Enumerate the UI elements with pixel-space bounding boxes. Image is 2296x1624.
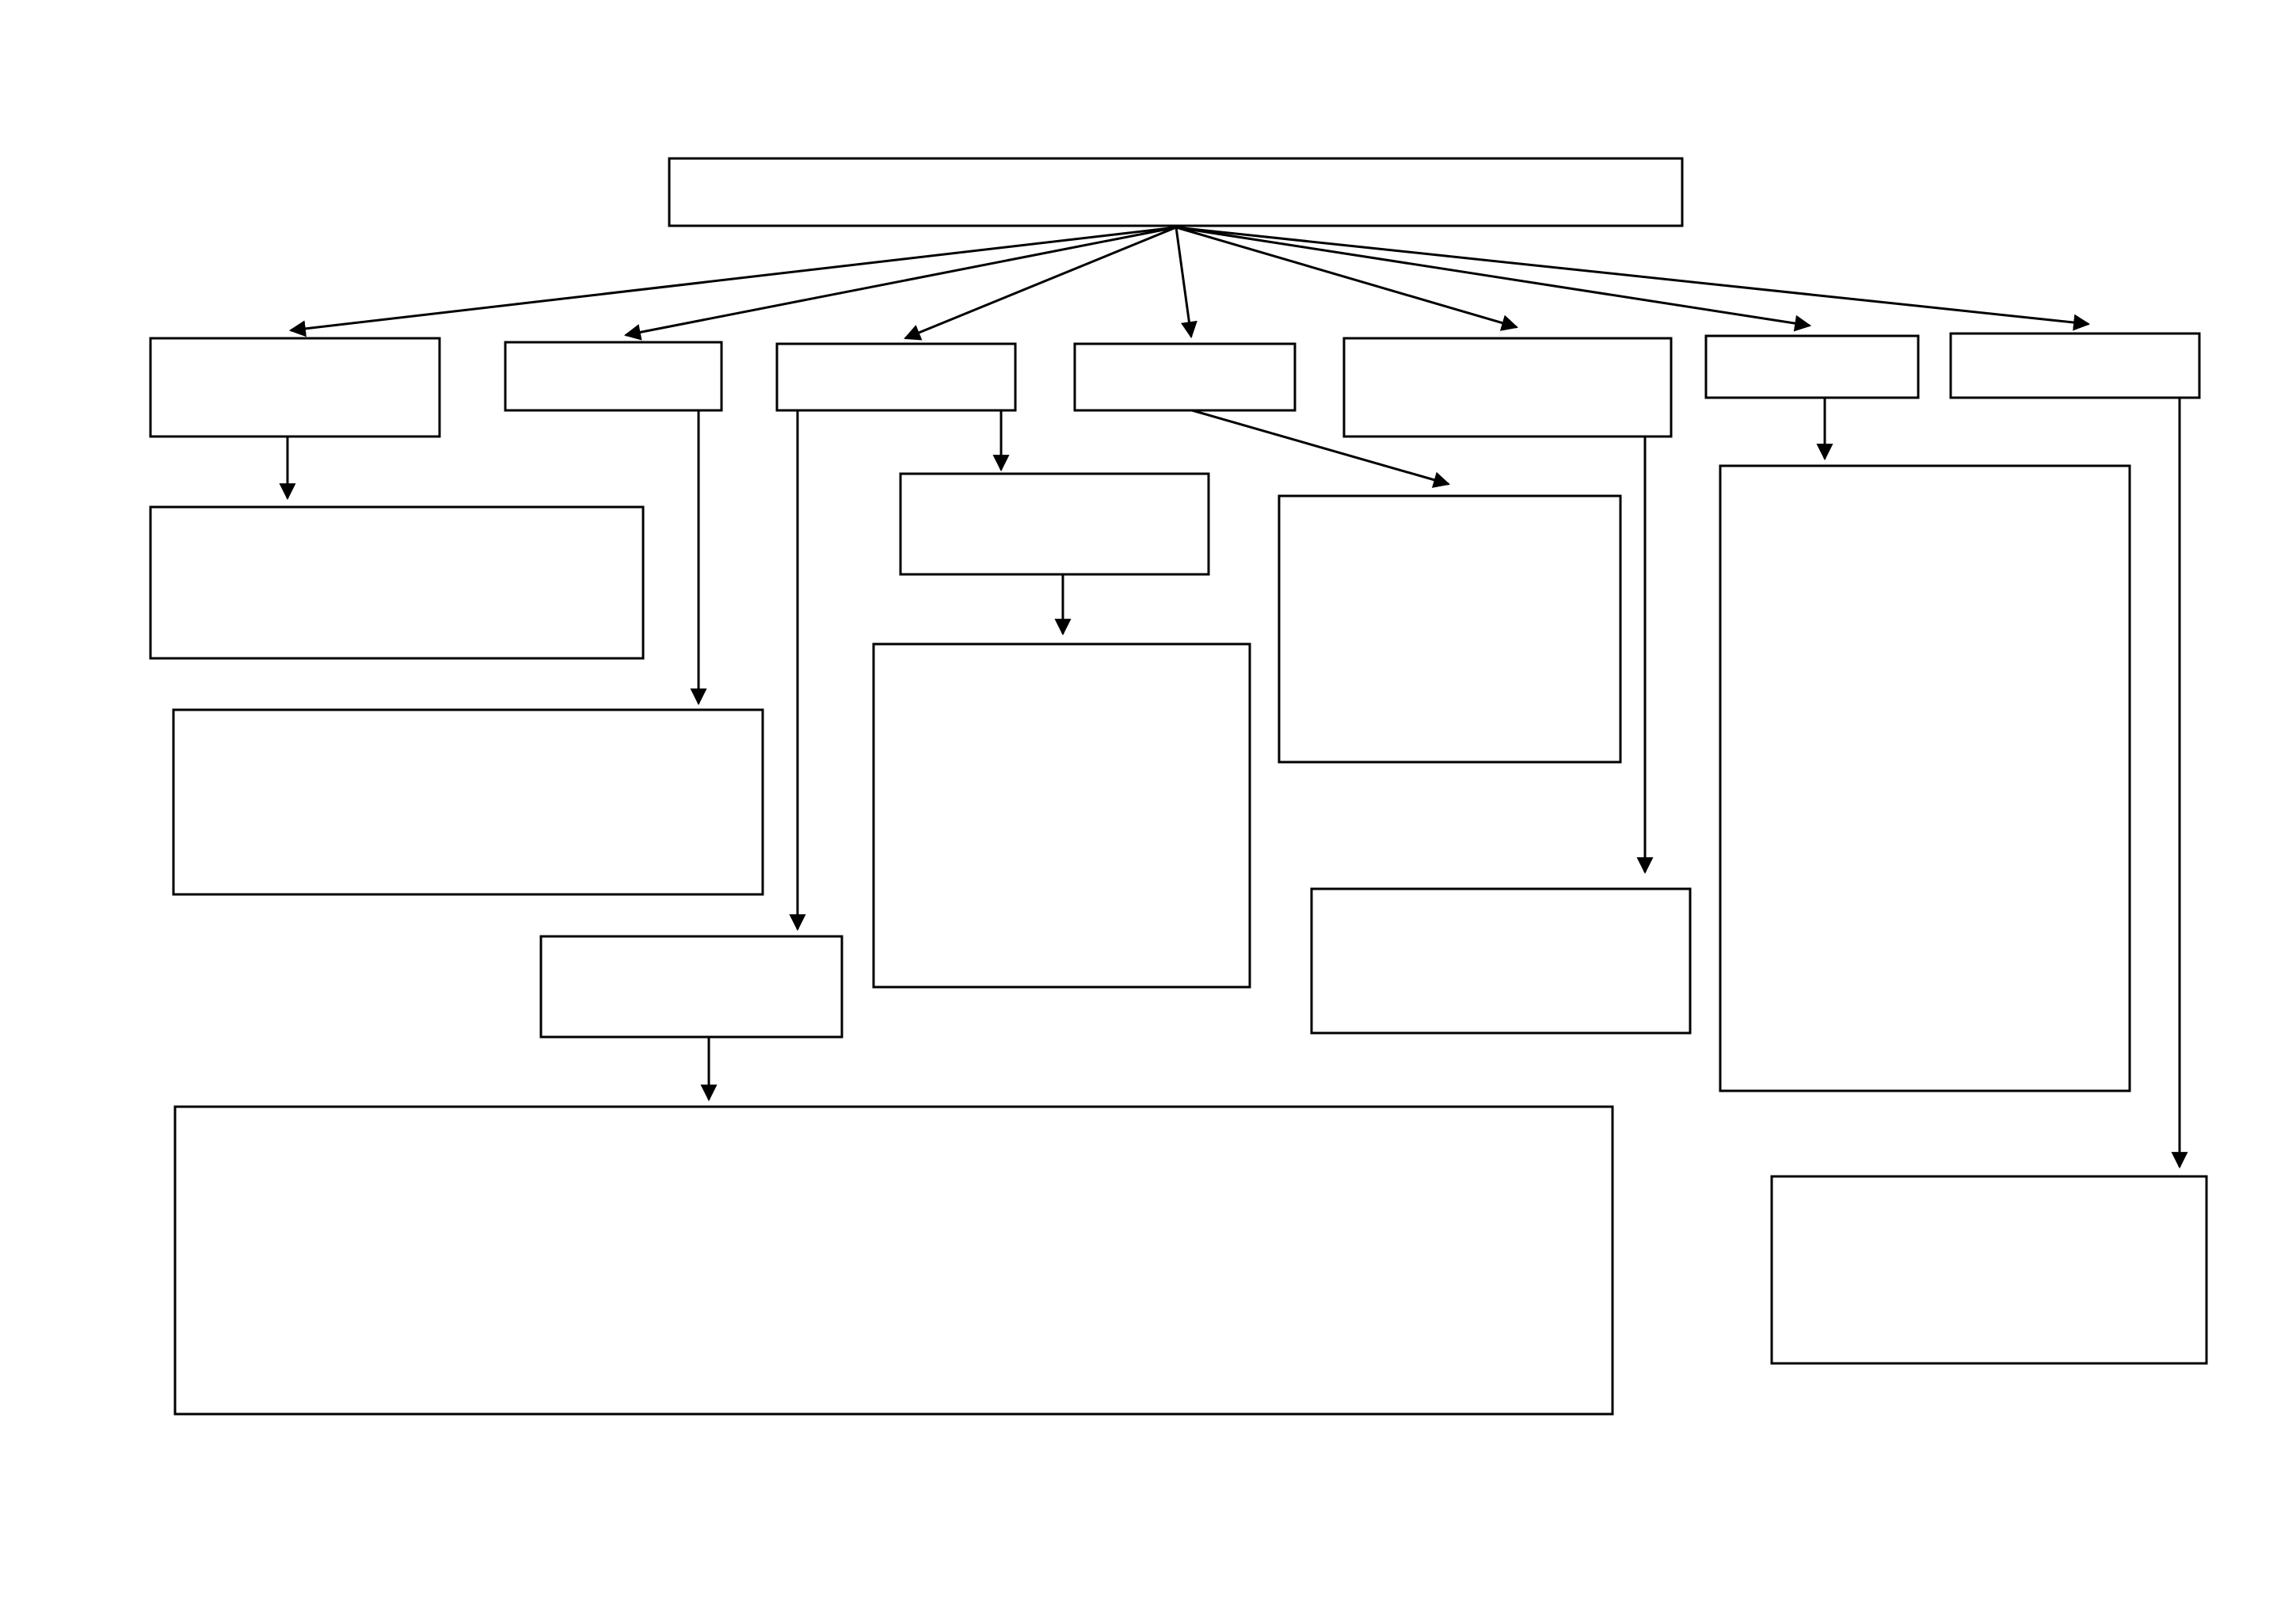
root-box bbox=[668, 157, 1684, 227]
branch-6-child-node bbox=[1719, 464, 2131, 1092]
edge-branch-4-to-child bbox=[1191, 409, 1451, 488]
branch-3-child-b-child-node bbox=[173, 1105, 1614, 1416]
branch-3-child-a-child-node bbox=[872, 642, 1251, 989]
edge-root-to-branch-6 bbox=[1175, 226, 1812, 332]
edge-root-to-branch-5 bbox=[1175, 226, 1519, 331]
branch-node-3 bbox=[775, 342, 1017, 412]
branch-5-child-node bbox=[1310, 887, 1692, 1035]
branch-node-5 bbox=[1342, 337, 1673, 438]
edge-root-to-branch-4 bbox=[1175, 227, 1197, 339]
branch-1-box bbox=[149, 337, 441, 438]
branch-node-6 bbox=[1704, 334, 1920, 399]
branch-2-child-box bbox=[172, 708, 764, 896]
branch-6-child-box bbox=[1719, 464, 2131, 1092]
branch-3-child-b-child-box bbox=[173, 1105, 1614, 1416]
branch-2-box bbox=[504, 341, 723, 412]
edge-root-to-branch-2 bbox=[623, 226, 1177, 341]
branch-4-child-box bbox=[1277, 494, 1622, 764]
branch-3-child-b-box bbox=[539, 935, 843, 1039]
edge-root-to-branch-3 bbox=[904, 226, 1177, 341]
branch-7-child-box bbox=[1770, 1175, 2208, 1365]
branch-7-box bbox=[1949, 332, 2201, 399]
branch-4-box bbox=[1073, 342, 1296, 412]
edge-root-to-branch-7 bbox=[1175, 226, 2091, 331]
root-node bbox=[668, 157, 1684, 227]
branch-7-child-node bbox=[1770, 1175, 2208, 1365]
branch-node-2 bbox=[504, 341, 723, 412]
branch-3-child-b-node bbox=[539, 935, 843, 1039]
branch-1-child-box bbox=[149, 505, 645, 660]
edges-layer bbox=[279, 226, 2188, 1169]
branch-node-7 bbox=[1949, 332, 2201, 399]
branch-3-child-a-child-box bbox=[872, 642, 1251, 989]
branch-node-1 bbox=[149, 337, 441, 438]
branch-node-4 bbox=[1073, 342, 1296, 412]
edge-root-to-branch-1 bbox=[288, 226, 1177, 337]
branch-5-child-box bbox=[1310, 887, 1692, 1035]
branch-3-box bbox=[775, 342, 1017, 412]
branch-3-child-a-box bbox=[899, 472, 1210, 576]
branch-6-box bbox=[1704, 334, 1920, 399]
branch-4-child-node bbox=[1277, 494, 1622, 764]
branch-2-child-node bbox=[172, 708, 764, 896]
nodes-layer bbox=[149, 157, 2208, 1416]
branch-1-child-node bbox=[149, 505, 645, 660]
branch-5-box bbox=[1342, 337, 1673, 438]
branch-3-child-a-node bbox=[899, 472, 1210, 576]
